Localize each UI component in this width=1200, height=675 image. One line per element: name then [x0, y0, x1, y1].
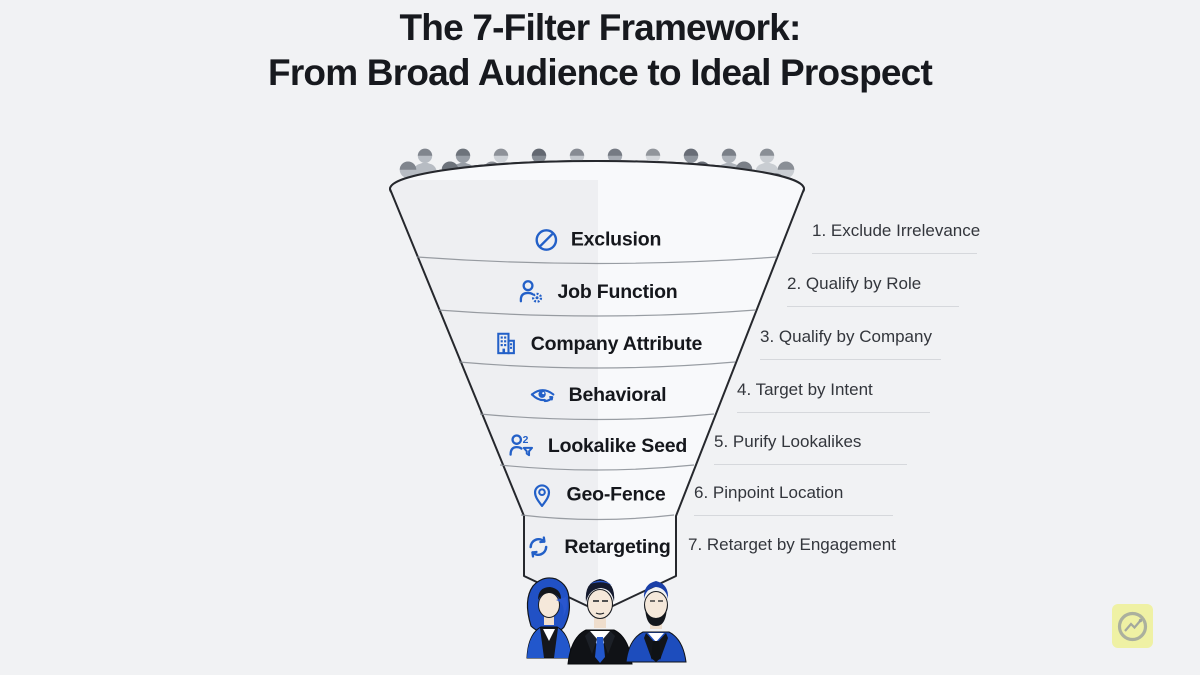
watermark-logo	[1112, 604, 1153, 648]
prospect-man-center	[567, 579, 633, 665]
layer-label: Job Function	[557, 280, 678, 303]
step-caption-4: 4. Target by Intent	[737, 380, 930, 413]
step-caption-2: 2. Qualify by Role	[787, 274, 959, 307]
step-caption-1: 1. Exclude Irrelevance	[812, 221, 980, 254]
funnel-layer-geo-fence: Geo-Fence	[529, 481, 666, 510]
funnel-layer-exclusion: Exclusion	[533, 227, 661, 254]
layer-label: Exclusion	[570, 228, 662, 251]
layer-label: Company Attribute	[530, 332, 703, 355]
no-entry-icon	[535, 229, 558, 251]
title-line-1: The 7-Filter Framework:	[399, 7, 801, 48]
user-gear-icon	[519, 280, 543, 303]
crowd-illustration	[394, 148, 800, 189]
step-caption-7: 7. Retarget by Engagement	[688, 535, 896, 554]
step-caption-6: 6. Pinpoint Location	[694, 483, 893, 516]
layer-label: Retargeting	[564, 535, 671, 558]
step-caption-3: 3. Qualify by Company	[760, 327, 941, 360]
refresh-icon	[529, 536, 548, 558]
funnel-layer-company-attribute: Company Attribute	[492, 330, 702, 358]
layer-label: Behavioral	[568, 383, 667, 406]
prospects-illustration	[526, 577, 687, 665]
funnel-layer-retargeting: Retargeting	[523, 532, 671, 562]
building-icon	[497, 332, 515, 355]
funnel-layer-behavioral: Behavioral	[528, 381, 667, 409]
prospect-woman	[526, 577, 572, 659]
eye-icon	[530, 389, 555, 403]
step-caption-5: 5. Purify Lookalikes	[714, 432, 907, 465]
users-filter-icon: 2	[509, 434, 534, 457]
funnel-layer-lookalike-seed: 2 Lookalike Seed	[507, 431, 687, 461]
line-chart-logo-icon	[1117, 611, 1148, 641]
prospect-man-right	[625, 581, 687, 663]
title-line-2: From Broad Audience to Ideal Prospect	[268, 52, 933, 93]
map-pin-icon	[533, 484, 551, 507]
funnel-layer-job-function: Job Function	[517, 277, 678, 307]
svg-text:2: 2	[523, 435, 529, 446]
layer-label: Geo-Fence	[566, 483, 666, 506]
layer-label: Lookalike Seed	[547, 434, 688, 457]
funnel-rim	[389, 160, 805, 218]
page-title: The 7-Filter Framework: From Broad Audie…	[0, 5, 1200, 95]
